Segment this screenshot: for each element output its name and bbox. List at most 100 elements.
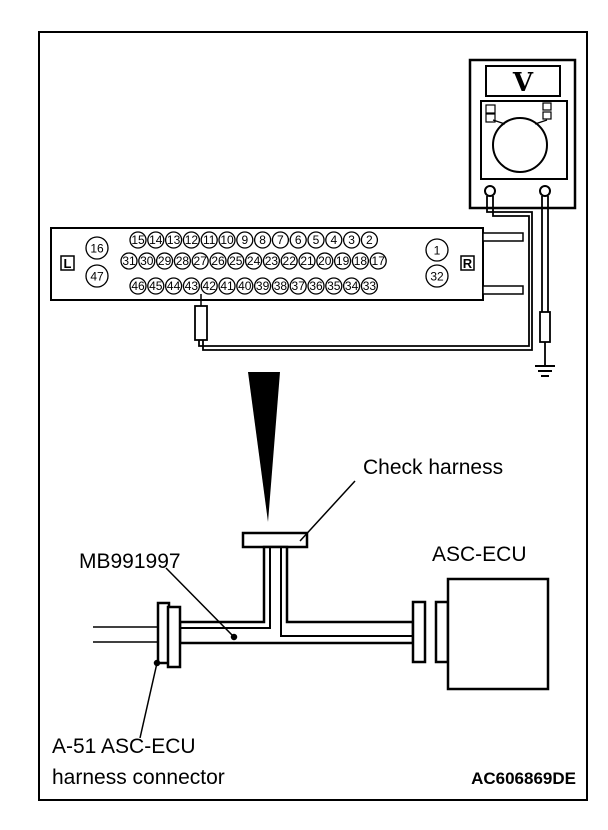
pin-terminal	[147, 277, 165, 295]
pin-terminal	[253, 277, 272, 295]
pin-number: 44	[167, 279, 181, 293]
pin-terminal	[333, 252, 352, 270]
pin-terminal	[425, 238, 449, 262]
pin-terminal	[298, 252, 316, 270]
pin-terminal	[218, 231, 236, 249]
pin-number: 9	[241, 233, 248, 247]
pin-terminal	[325, 231, 343, 249]
pin-terminal	[200, 231, 218, 249]
pin-number: 33	[363, 279, 377, 293]
pin-number: 20	[318, 254, 332, 268]
pin-number: 36	[309, 279, 323, 293]
pin-terminal	[227, 252, 245, 270]
pin-terminal	[342, 231, 361, 249]
check-harness-label: Check harness	[363, 456, 503, 479]
pin-number: 24	[247, 254, 261, 268]
pin-terminal	[244, 252, 263, 270]
pin-number: 8	[259, 233, 266, 247]
ecu-label: ASC-ECU	[432, 543, 527, 566]
pin-terminal	[360, 277, 379, 295]
pin-number: 43	[185, 279, 199, 293]
pin-number: 21	[300, 254, 314, 268]
pin-number: 13	[167, 233, 181, 247]
connector-label-line2: harness connector	[52, 766, 225, 789]
pin-terminal	[271, 277, 290, 295]
pin-number: 30	[140, 254, 154, 268]
pin-number: 19	[336, 254, 350, 268]
measurement-probe	[194, 305, 208, 341]
pin-number: 14	[149, 233, 163, 247]
pin-terminal	[289, 231, 307, 249]
pin-terminal	[325, 277, 343, 295]
asc-ecu-unit	[434, 577, 550, 691]
pin-terminal	[164, 277, 183, 295]
pin-number: 10	[220, 233, 234, 247]
pin-terminal	[369, 252, 387, 270]
pin-number: 6	[295, 233, 302, 247]
pin-number: 42	[203, 279, 217, 293]
pin-number: 16	[90, 242, 104, 256]
pin-number: 1	[434, 244, 441, 258]
pin-terminal	[218, 277, 236, 295]
pin-number: 5	[313, 233, 320, 247]
pin-number: 18	[354, 254, 368, 268]
pin-terminal	[236, 231, 254, 249]
pin-number: 2	[366, 233, 373, 247]
pin-terminal	[129, 231, 147, 249]
pin-number: 26	[211, 254, 225, 268]
ground-icon	[535, 365, 555, 377]
pin-number: 47	[90, 270, 104, 284]
check-harness	[156, 531, 427, 669]
pin-number: 27	[194, 254, 208, 268]
pin-terminal	[280, 252, 298, 270]
leader-lines	[139, 480, 356, 739]
pin-number: 17	[372, 254, 386, 268]
pin-number: 23	[265, 254, 279, 268]
pin-terminal	[147, 231, 165, 249]
side-left-label: L	[64, 256, 72, 271]
pin-terminal	[253, 231, 272, 249]
pin-terminal	[307, 231, 325, 249]
pin-number: 12	[185, 233, 199, 247]
pin-number: 31	[122, 254, 136, 268]
pin-number: 45	[149, 279, 163, 293]
pin-number: 25	[229, 254, 243, 268]
pin-terminal	[271, 231, 290, 249]
pin-number: 37	[292, 279, 306, 293]
pin-terminal	[262, 252, 281, 270]
pin-terminal	[164, 231, 183, 249]
pin-terminal	[316, 252, 334, 270]
pin-number: 7	[277, 233, 284, 247]
pin-terminal	[236, 277, 254, 295]
pin-number: 29	[158, 254, 172, 268]
pin-terminal	[425, 264, 449, 288]
pin-terminal	[342, 277, 361, 295]
pin-terminal	[289, 277, 307, 295]
pin-number: 46	[131, 279, 145, 293]
pin-terminal	[120, 252, 138, 270]
voltmeter-symbol: V	[512, 68, 534, 98]
pin-number: 3	[348, 233, 355, 247]
ground-probe	[539, 311, 551, 343]
pin-number: 39	[256, 279, 270, 293]
voltmeter-icon: V	[468, 58, 577, 210]
pin-terminal	[85, 264, 109, 288]
pin-number: 32	[430, 270, 444, 284]
pin-number: 34	[345, 279, 359, 293]
pin-number: 15	[131, 233, 145, 247]
pin-terminal	[307, 277, 325, 295]
pin-terminal	[182, 231, 201, 249]
pin-terminal	[85, 236, 109, 260]
pin-terminal	[155, 252, 174, 270]
pin-terminal	[173, 252, 192, 270]
pin-number: 35	[327, 279, 341, 293]
connector-label-line1: A-51 ASC-ECU	[52, 735, 196, 758]
tool-number-label: MB991997	[79, 550, 181, 573]
pin-number: 22	[283, 254, 297, 268]
pin-terminal	[191, 252, 209, 270]
harness-wires	[93, 626, 158, 643]
pin-terminal	[200, 277, 218, 295]
